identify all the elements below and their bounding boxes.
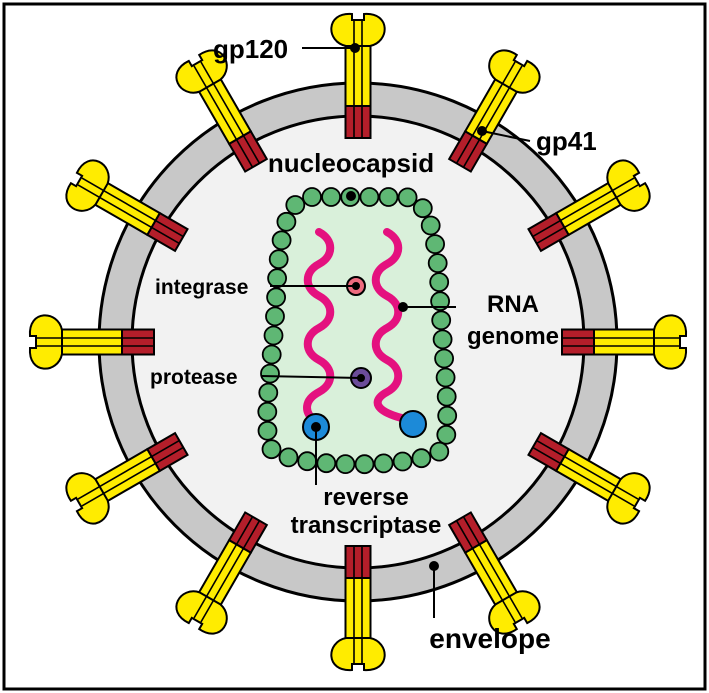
- capsid-bead: [392, 451, 413, 472]
- capsid-bead: [258, 382, 279, 403]
- capsid-bead: [436, 386, 457, 407]
- capsid-bead: [260, 363, 280, 384]
- protease-label: protease: [150, 366, 238, 389]
- capsid-bead: [266, 287, 287, 308]
- capsid-bead: [265, 306, 285, 327]
- capsid-bead: [411, 448, 432, 469]
- gp41-leader-dot: [477, 126, 487, 136]
- capsid-bead: [268, 249, 289, 270]
- capsid-bead: [373, 453, 394, 474]
- capsid-bead: [261, 439, 282, 460]
- capsid-bead: [271, 230, 292, 251]
- capsid-bead: [263, 325, 284, 346]
- reverse-transcriptase-label-line1: reverse: [323, 484, 408, 511]
- capsid-bead: [261, 344, 282, 365]
- capsid-bead: [354, 454, 375, 475]
- gp41-label: gp41: [536, 126, 597, 156]
- rna-genome-leader-dot: [398, 302, 408, 312]
- capsid-bead: [412, 198, 433, 219]
- gp120-label: gp120: [213, 34, 288, 64]
- capsid-bead: [429, 272, 450, 293]
- rna-strand-right: [371, 228, 414, 424]
- gp120-leader-dot: [350, 43, 360, 53]
- envelope-leader-dot: [429, 561, 439, 571]
- rna-genome-label-line1: RNA: [487, 291, 539, 318]
- capsid-bead: [359, 187, 380, 207]
- capsid-bead: [297, 451, 318, 472]
- capsid-bead: [429, 441, 450, 462]
- capsid-bead: [425, 234, 446, 255]
- capsid-bead: [276, 211, 297, 232]
- capsid-bead: [420, 215, 441, 236]
- capsid-bead: [427, 253, 448, 274]
- envelope-label: envelope: [429, 623, 550, 654]
- protease-leader-line: [261, 375, 362, 379]
- capsid-bead: [431, 310, 452, 331]
- integrase-leader-dot: [352, 282, 360, 290]
- reverse-transcriptase-label-line2: transcriptase: [291, 512, 442, 539]
- capsid-bead: [436, 424, 457, 445]
- capsid-bead: [321, 187, 342, 207]
- capsid-bead: [267, 268, 288, 289]
- reverse-transcriptase-leader-dot: [311, 422, 321, 432]
- capsid-bead: [316, 453, 337, 474]
- capsid-bead: [437, 405, 458, 426]
- capsid-bead: [257, 401, 278, 422]
- capsid-bead: [257, 420, 278, 441]
- capsid-bead: [378, 187, 399, 207]
- capsid-bead: [278, 447, 299, 468]
- capsid-bead: [302, 187, 322, 207]
- capsid-bead: [335, 454, 356, 475]
- capsid-bead: [397, 187, 418, 208]
- protease-leader-dot: [357, 374, 365, 382]
- reverse-transcriptase-enzyme-right: [399, 410, 427, 438]
- integrase-label: integrase: [155, 276, 248, 299]
- rna-genome-label-line2: genome: [467, 323, 559, 350]
- nucleocapsid-label: nucleocapsid: [268, 148, 434, 178]
- capsid-bead: [430, 291, 451, 312]
- nucleocapsid-leader-dot: [346, 191, 356, 201]
- capsid-bead: [434, 348, 455, 369]
- gp41-leader-line: [481, 130, 531, 142]
- capsid-bead: [285, 195, 306, 215]
- nucleocapsid-beads: [257, 187, 458, 475]
- capsid-bead: [435, 367, 456, 388]
- capsid-bead: [432, 329, 453, 350]
- rna-strand-left: [303, 228, 335, 424]
